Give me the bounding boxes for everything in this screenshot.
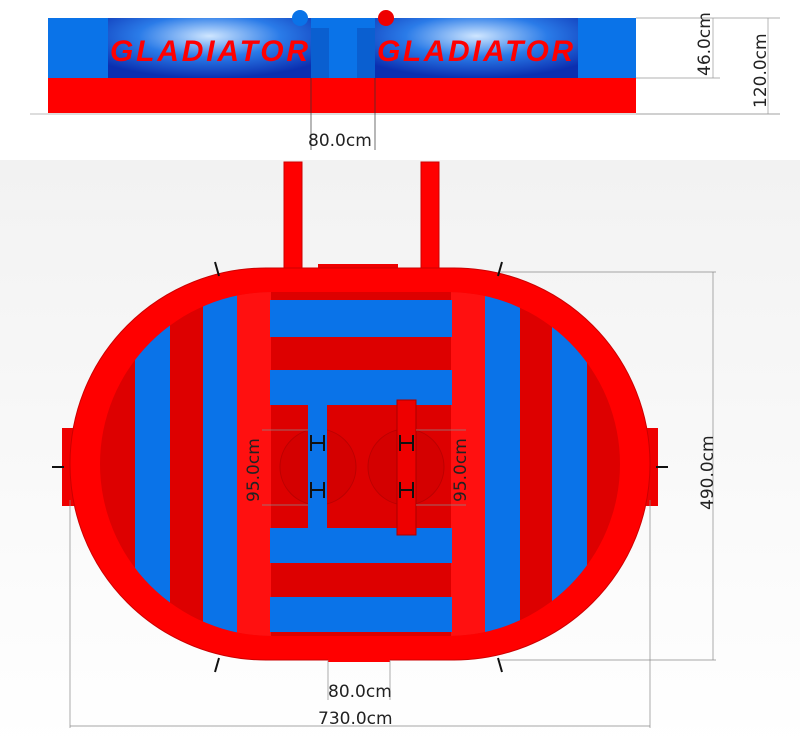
elevation-view: GLADIATOR GLADIATOR 80.0cm 46.0cm 120.0c… (30, 10, 780, 151)
red-pedestal (396, 399, 417, 536)
banner-right (375, 18, 578, 78)
banner-height-label: 46.0cm (695, 12, 715, 76)
gap-width-label: 80.0cm (308, 131, 372, 151)
blue-bar (270, 300, 452, 337)
pedestal (357, 28, 375, 78)
entrance (328, 636, 390, 662)
blue-stripe (485, 292, 520, 636)
total-height-label: 120.0cm (751, 33, 771, 108)
banner-left (108, 18, 311, 78)
rail-left (283, 161, 303, 273)
entrance-width-label: 80.0cm (328, 682, 392, 702)
blue-pedestal (308, 400, 327, 535)
handles (310, 435, 414, 498)
depth-label: 490.0cm (698, 435, 718, 510)
banner-left-text: GLADIATOR (110, 35, 308, 68)
red-ball (378, 10, 394, 26)
red-base (48, 78, 636, 113)
pedestal-right-length-label: 95.0cm (451, 438, 471, 502)
pedestal (311, 28, 329, 78)
plan-view: 95.0cm 95.0cm 490.0cm 80.0cm 730.0cm (0, 160, 800, 748)
blue-stripe (203, 292, 237, 636)
anchor-stakes (52, 261, 668, 673)
blue-bar (270, 528, 452, 563)
length-label: 730.0cm (318, 709, 393, 729)
banner-right-text: GLADIATOR (377, 35, 573, 68)
blue-ball (292, 10, 308, 26)
pedestal-left-length-label: 95.0cm (244, 438, 264, 502)
blue-bar (270, 370, 452, 405)
blue-bar (270, 597, 452, 632)
rail-right (420, 161, 440, 273)
floor (100, 292, 620, 636)
